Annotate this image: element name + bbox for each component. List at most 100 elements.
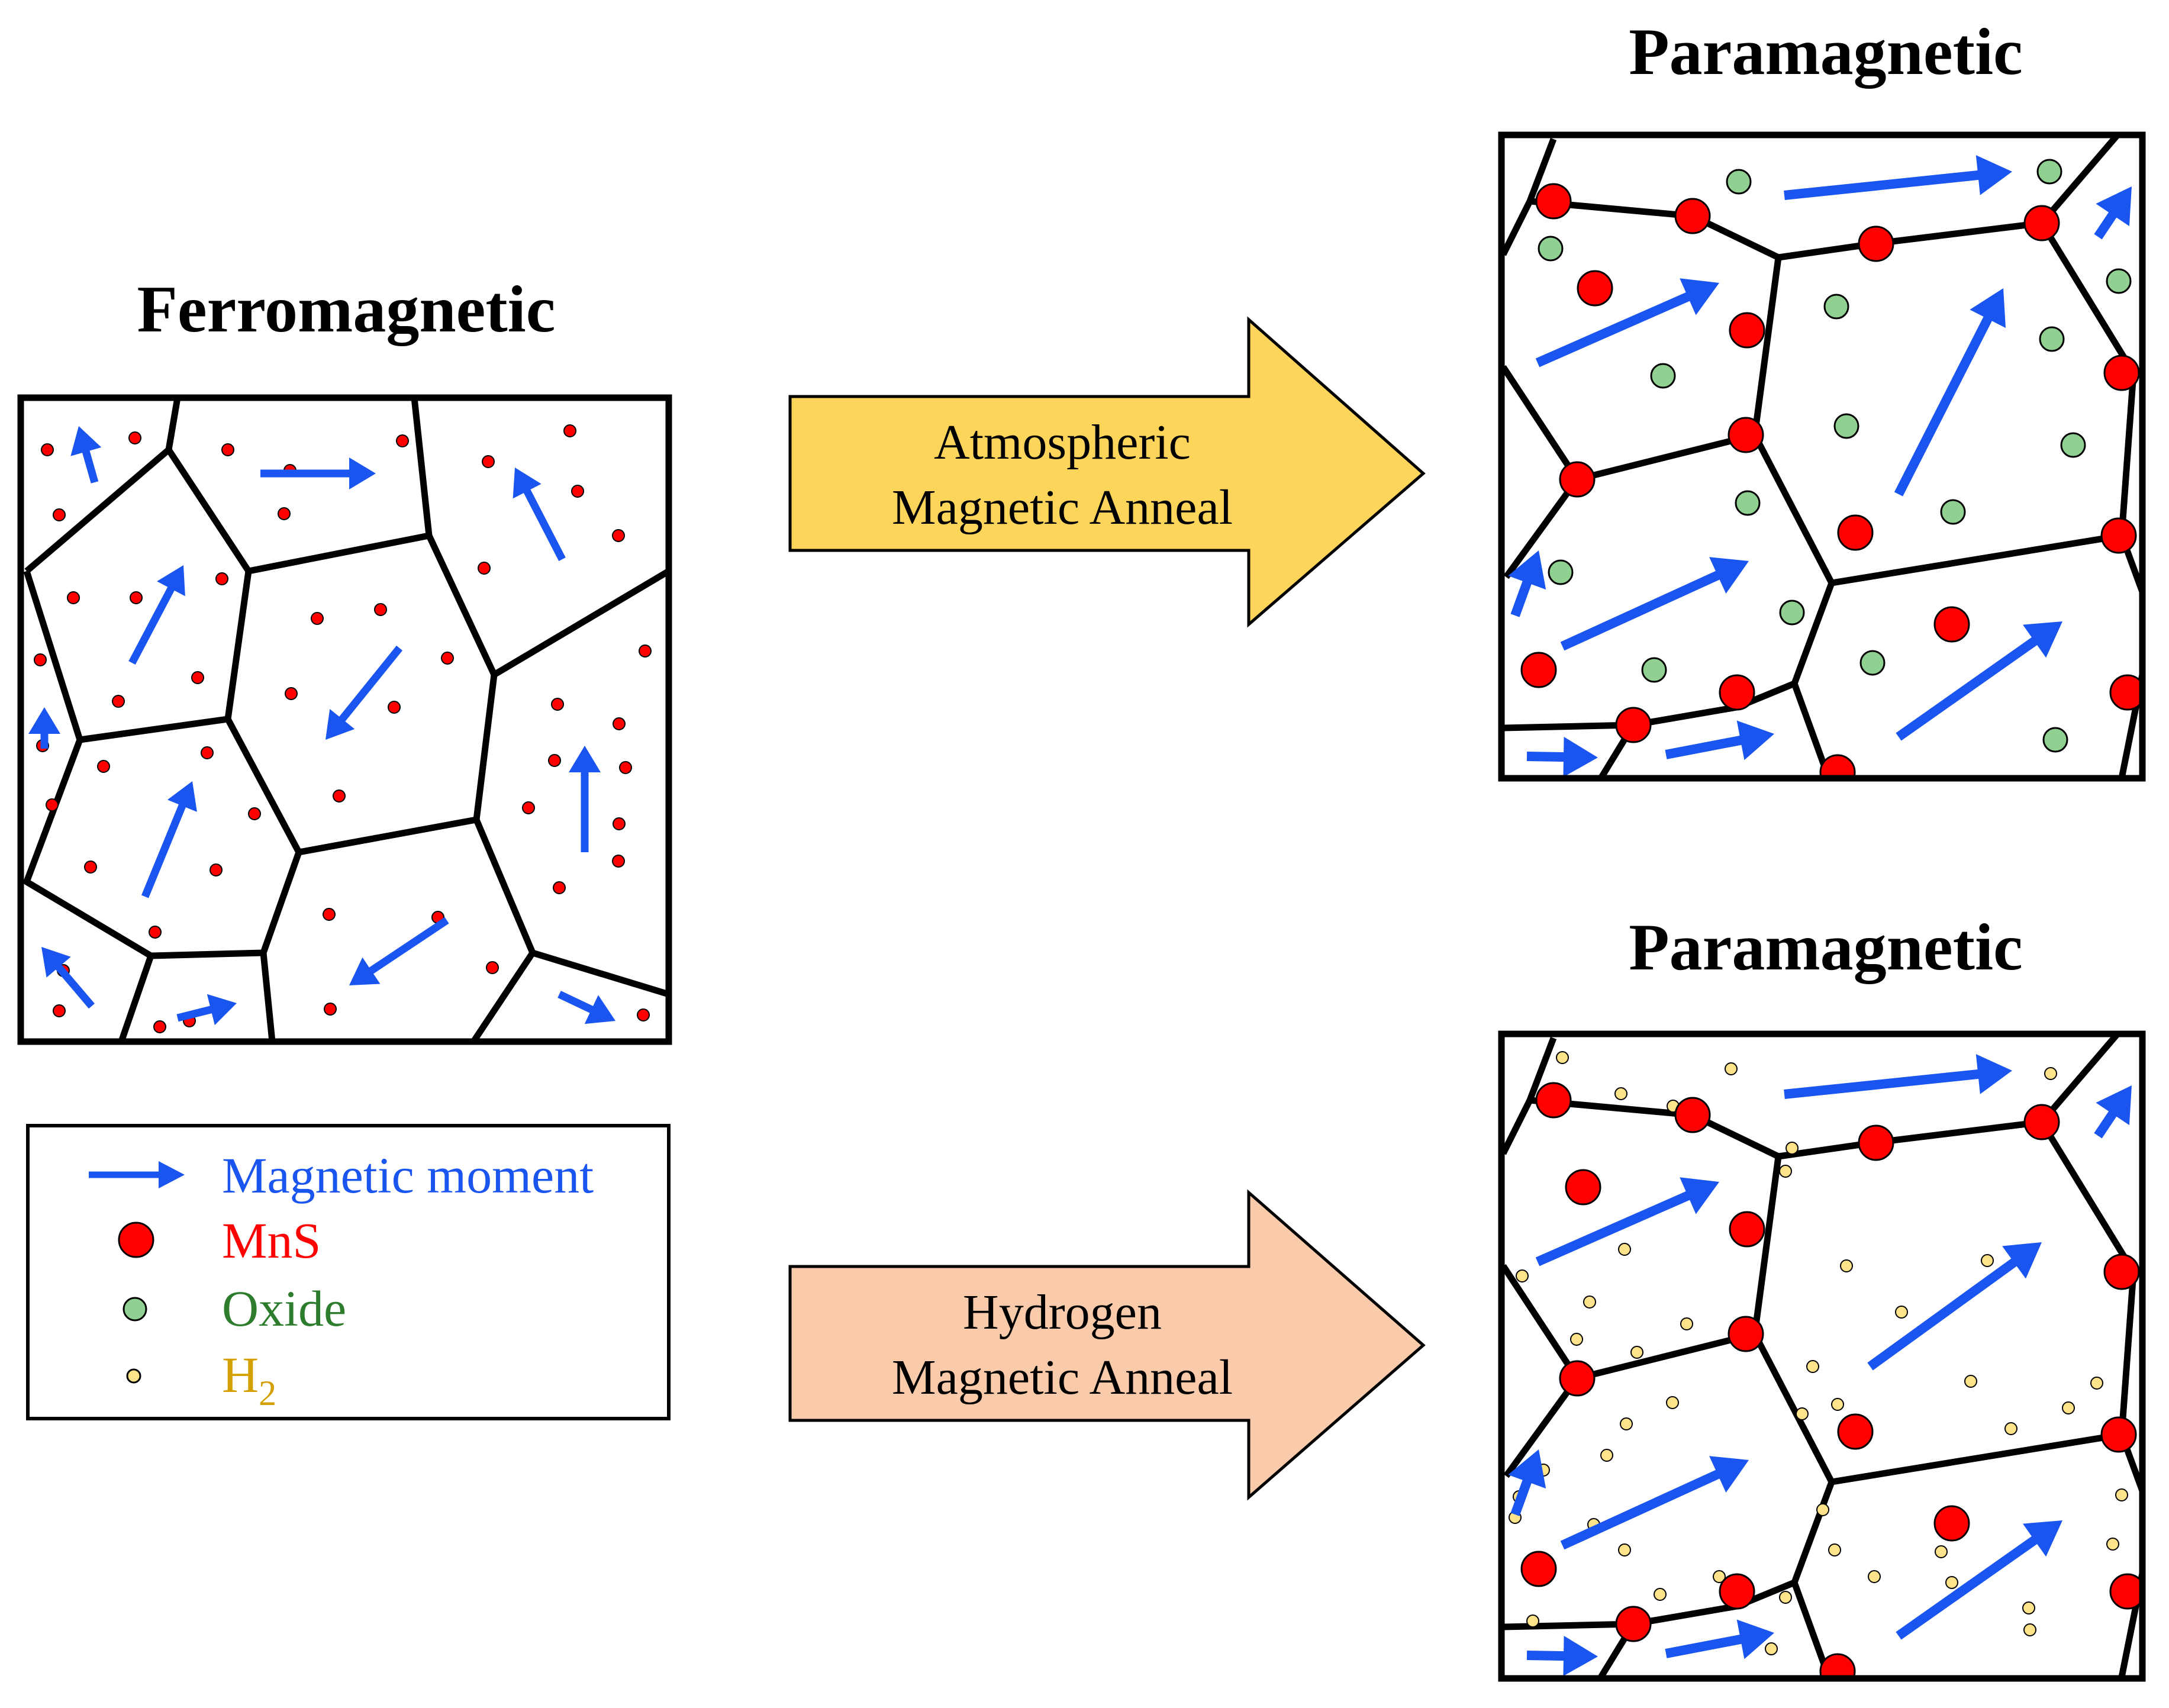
h2-bubble (2044, 1067, 2057, 1080)
magnetic-moment-arrow (28, 707, 60, 749)
oxide-particle (1548, 559, 1574, 585)
arrow-shaft (81, 448, 99, 484)
mns-precipitate (613, 817, 626, 830)
mns-precipitate (1577, 270, 1613, 307)
magnetic-moment-arrow (41, 947, 95, 1009)
legend: Magnetic moment MnS Oxide H2 (26, 1124, 671, 1420)
h2-bubble (1981, 1254, 1994, 1267)
magnetic-moment-arrow (349, 917, 449, 985)
mns-precipitate (191, 671, 204, 684)
magnetic-moments (28, 426, 615, 1026)
mns-precipitate (53, 508, 66, 521)
arrow-head (1680, 1177, 1719, 1214)
arrow-shaft (1867, 1257, 2019, 1371)
mns-precipitate (396, 434, 409, 447)
oxide-particle (1735, 490, 1761, 516)
oxide-particle (1859, 650, 1886, 676)
arrow-shaft (1894, 314, 1993, 497)
h2-bubble (2115, 1488, 2128, 1501)
arrow-head (349, 457, 376, 489)
arrow-head (2096, 186, 2132, 227)
oxide-particle (1726, 169, 1752, 195)
magnetic-moment-arrow (1526, 737, 1598, 778)
mns-precipitate (612, 855, 625, 868)
h2-bubble (2106, 1538, 2119, 1551)
mns-precipitate (441, 652, 454, 665)
arrow-head (325, 709, 355, 740)
arrow-right-icon (788, 1189, 1426, 1501)
grain-boundary (1529, 135, 2120, 261)
mns-precipitate (1674, 198, 1711, 234)
oxide-particle (2036, 159, 2062, 185)
mns-precipitate (1728, 1316, 1764, 1352)
legend-mns-label: MnS (222, 1212, 321, 1269)
h2-bubble (1654, 1588, 1667, 1601)
h2-bubble (2023, 1623, 2036, 1636)
arrow-shaft (1535, 1190, 1692, 1267)
h2-bubble (1779, 1591, 1792, 1604)
paramagnetic-panel-bottom (1498, 1030, 2146, 1682)
mns-precipitate (97, 760, 110, 773)
h2-bubble (1713, 1570, 1726, 1583)
legend-h2-label: H2 (222, 1346, 276, 1413)
mns-precipitates (34, 424, 652, 1033)
arrow-head (1563, 737, 1598, 778)
h2-bubble (1868, 1570, 1881, 1583)
magnetic-moment-arrow (1526, 1636, 1598, 1677)
magnetic-moment-arrow (513, 468, 566, 561)
mns-precipitate (46, 798, 59, 811)
arrow-shaft (176, 1005, 214, 1022)
h2-bubble (1618, 1543, 1631, 1556)
arrow-head (1709, 557, 1749, 594)
grain-boundary (1503, 477, 1580, 579)
arrow-shaft (367, 917, 449, 975)
atmospheric-label-line2: Magnetic Anneal (892, 480, 1233, 535)
mns-precipitate (613, 717, 626, 730)
mns-precipitate (619, 761, 632, 774)
arrow-shaft (1510, 1478, 1533, 1516)
arrow-shaft (337, 645, 403, 724)
arrow-head (1680, 278, 1719, 315)
magnetic-moment-arrow (557, 991, 615, 1024)
h2-bubble (1895, 1306, 1908, 1319)
mns-precipitate (53, 1004, 66, 1017)
ferromagnetic-title: Ferromagnetic (137, 273, 556, 346)
oxide-particle (1779, 600, 1805, 626)
mns-precipitate (612, 529, 625, 542)
h2-bubble (1618, 1243, 1631, 1256)
mns-precipitate (201, 746, 214, 759)
oxide-particles (1538, 159, 2132, 753)
arrow-head (70, 426, 102, 456)
mns-precipitate (639, 644, 652, 658)
arrow-head (41, 947, 71, 978)
mns-precipitate (1729, 312, 1765, 349)
legend-h2-swatch (126, 1368, 141, 1384)
mns-precipitate (2103, 355, 2140, 391)
oxide-particle (2042, 727, 2068, 753)
magnetic-moment-arrow (1560, 557, 1749, 651)
arrow-shaft (141, 802, 187, 898)
arrow-head (1736, 720, 1774, 760)
legend-h2-sub: 2 (259, 1374, 276, 1413)
grain-boundary (492, 568, 669, 678)
h2-bubble (1556, 1051, 1569, 1064)
mns-precipitate (311, 612, 324, 625)
grain-boundary (1831, 1431, 2122, 1485)
h2-bubble (2062, 1401, 2075, 1414)
magnetic-moment-arrow (1896, 621, 2062, 741)
h2-bubble (1964, 1375, 1977, 1388)
arrow-shaft (1535, 291, 1692, 368)
mns-precipitate (1535, 183, 1572, 220)
paramagnetic-title-bottom: Paramagnetic (1629, 911, 2023, 984)
mns-precipitate (1728, 417, 1764, 453)
arrow-head (28, 707, 60, 734)
magnetic-moments (1508, 155, 2132, 778)
mns-precipitate (637, 1008, 650, 1021)
h2-bubble (1526, 1614, 1539, 1628)
mns-precipitate (1933, 606, 1970, 643)
mns-precipitate (1819, 754, 1856, 778)
paramagnetic-panel-top (1498, 131, 2146, 782)
h2-bubble (1666, 1396, 1679, 1409)
grain-boundary (23, 446, 252, 743)
grain-boundary (260, 952, 276, 1042)
